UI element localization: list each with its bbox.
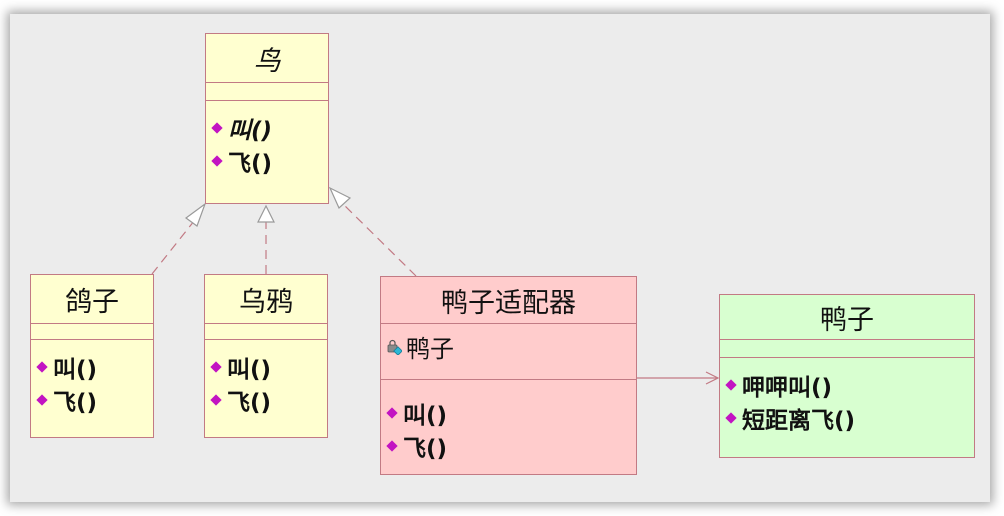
duck-op-short-fly: 短距离飞()	[720, 401, 974, 434]
class-duck-name: 鸭子	[720, 295, 974, 340]
class-duck-adapter-attributes: 鸭子	[381, 324, 636, 380]
class-duck-attributes	[720, 340, 974, 358]
operation-diamond-icon	[36, 393, 48, 406]
class-bird-attributes	[206, 83, 328, 101]
operation-diamond-icon	[211, 121, 223, 134]
duck-op-quack: 呷呷叫()	[720, 368, 974, 401]
association-arrowhead	[705, 371, 720, 385]
duck-adapter-op-call: 叫()	[381, 396, 636, 429]
operation-diamond-icon	[210, 360, 222, 373]
operation-diamond-icon	[36, 360, 48, 373]
class-pigeon-operations: 叫() 飞()	[31, 340, 153, 416]
operation-diamond-icon	[725, 378, 737, 391]
bird-op-fly: 飞()	[206, 144, 328, 177]
operation-diamond-icon	[386, 439, 398, 452]
operation-diamond-icon	[211, 154, 223, 167]
class-duck-adapter-operations: 叫() 飞()	[381, 380, 636, 462]
crow-realization-arrowhead	[257, 204, 275, 223]
operation-diamond-icon	[725, 411, 737, 424]
crow-op-call: 叫()	[205, 350, 327, 383]
operation-diamond-icon	[386, 406, 398, 419]
class-duck[interactable]: 鸭子 呷呷叫() 短距离飞()	[719, 294, 975, 458]
class-crow-operations: 叫() 飞()	[205, 340, 327, 416]
operation-diamond-icon	[210, 393, 222, 406]
adapter-realization-line	[342, 203, 417, 277]
duck-adapter-attr-duck: 鸭子	[381, 330, 636, 363]
pigeon-realization-arrowhead	[184, 202, 207, 227]
bird-op-call: 叫()	[206, 111, 328, 144]
class-crow-attributes	[205, 324, 327, 340]
private-field-icon	[385, 338, 403, 356]
class-pigeon-attributes	[31, 324, 153, 340]
crow-op-fly: 飞()	[205, 383, 327, 416]
class-bird-name: 鸟	[206, 34, 328, 83]
pigeon-op-call: 叫()	[31, 350, 153, 383]
pigeon-op-fly: 飞()	[31, 383, 153, 416]
class-pigeon-name: 鸽子	[31, 275, 153, 324]
class-duck-adapter[interactable]: 鸭子适配器 鸭子 叫() 飞()	[380, 276, 637, 475]
class-pigeon[interactable]: 鸽子 叫() 飞()	[30, 274, 154, 438]
class-crow-name: 乌鸦	[205, 275, 327, 324]
class-duck-operations: 呷呷叫() 短距离飞()	[720, 358, 974, 434]
class-bird-operations: 叫() 飞()	[206, 101, 328, 177]
class-bird[interactable]: 鸟 叫() 飞()	[205, 33, 329, 204]
class-crow[interactable]: 乌鸦 叫() 飞()	[204, 274, 328, 438]
adapter-realization-arrowhead	[328, 186, 352, 209]
class-duck-adapter-name: 鸭子适配器	[381, 277, 636, 324]
duck-adapter-op-fly: 飞()	[381, 429, 636, 462]
